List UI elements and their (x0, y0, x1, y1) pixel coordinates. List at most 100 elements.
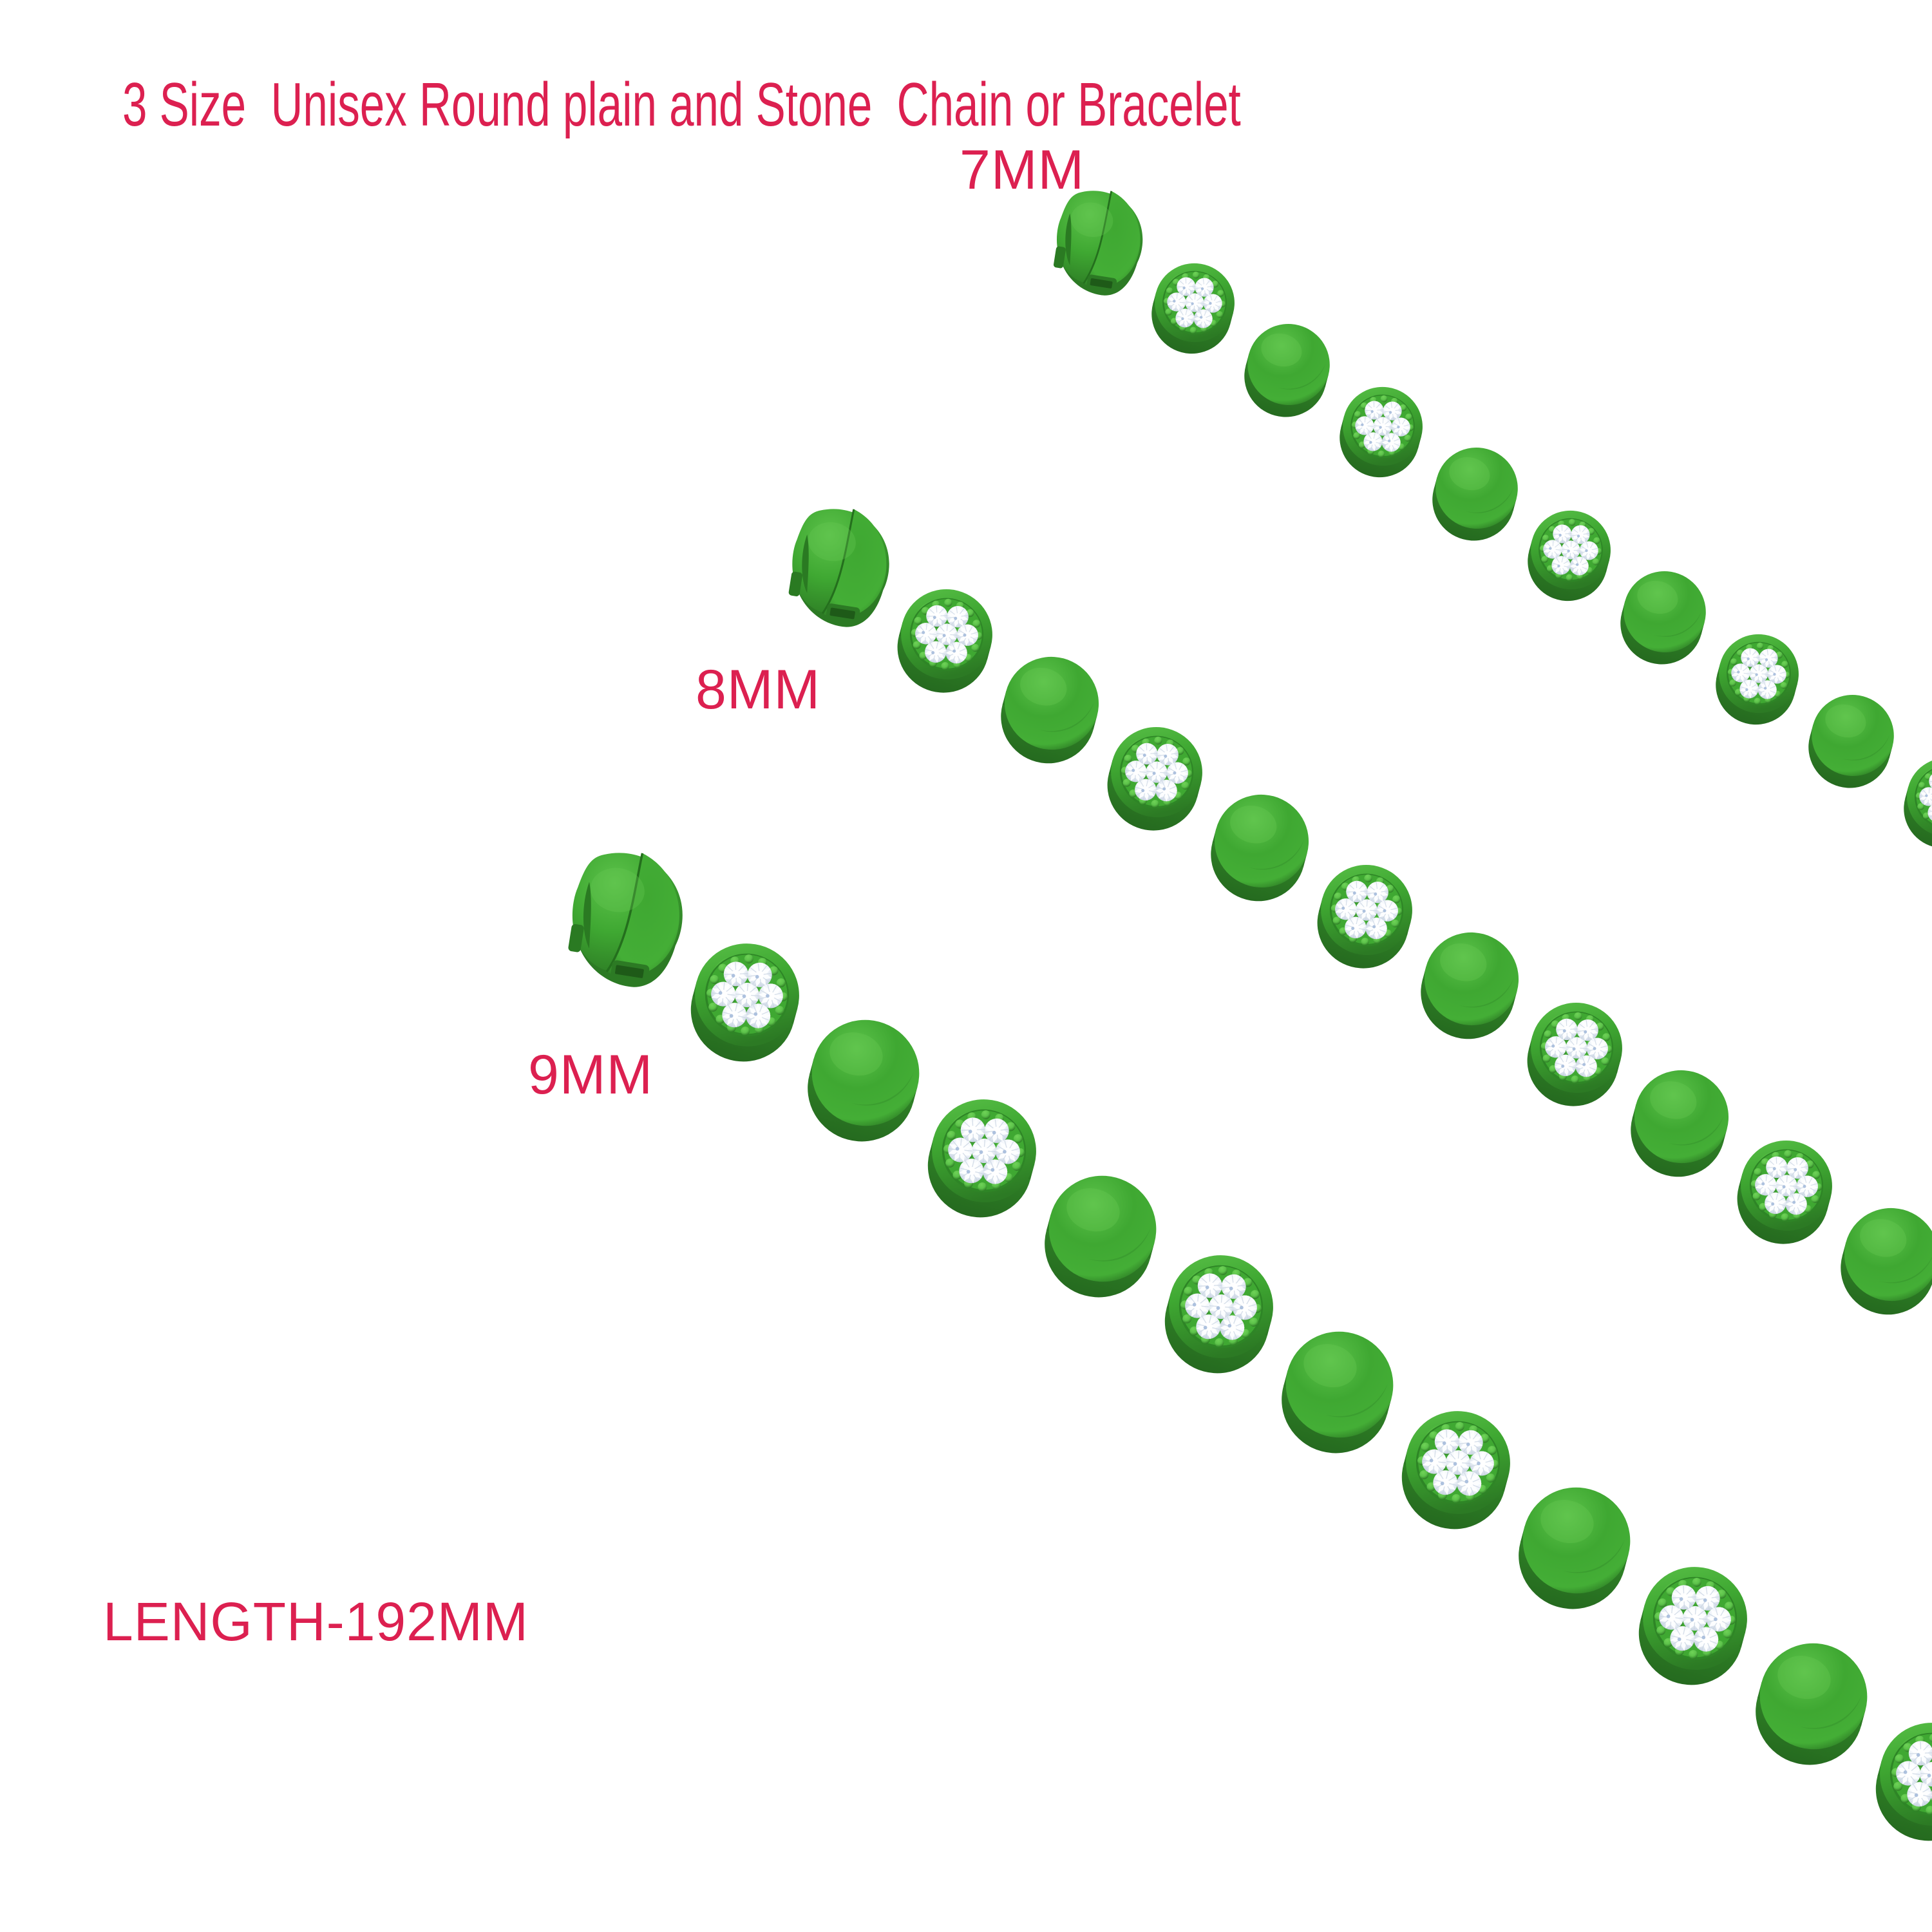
diamond-stone (1919, 787, 1932, 806)
plain-link (1432, 448, 1518, 541)
page-title: 3 Size Unisex Round plain and Stone Chai… (122, 70, 1241, 139)
diamond-stone (1543, 540, 1562, 559)
diamond-stone (1196, 1314, 1221, 1340)
diamond-stone (960, 1117, 985, 1142)
diamond-stone (1177, 277, 1196, 296)
diamond-stone (1157, 743, 1179, 766)
diamond-stone (711, 981, 736, 1007)
diamond-stone (1693, 1627, 1719, 1653)
chain-9mm (568, 853, 1932, 1841)
diamond-stone (1919, 1761, 1932, 1787)
stone-link (1317, 864, 1412, 969)
diamond-stone (1682, 1605, 1708, 1631)
diamond-stone (722, 1003, 747, 1028)
diamond-stone (1586, 1037, 1609, 1060)
diamond-stone (1146, 761, 1168, 783)
diamond-stone (1356, 899, 1378, 921)
diamond-stone (1433, 1470, 1458, 1495)
chain-7mm (1054, 191, 1932, 849)
diamond-stone (1556, 1018, 1578, 1041)
diamond-stone (1434, 1429, 1459, 1454)
diamond-stone (1767, 665, 1786, 684)
diamond-stone (1766, 1156, 1788, 1179)
diamond-stone (1166, 762, 1189, 784)
plain-link (1045, 1175, 1157, 1298)
diamond-stone (1765, 1192, 1786, 1215)
diamond-stone (956, 624, 979, 647)
length-label: LENGTH-192MM (103, 1591, 529, 1652)
diamond-stone (747, 962, 772, 987)
diamond-stone (1785, 1193, 1808, 1215)
plain-link (1756, 1643, 1868, 1765)
diamond-stone (1335, 898, 1357, 920)
stone-link (1527, 1002, 1622, 1106)
stone-link (1107, 726, 1202, 831)
stone-link (1904, 757, 1932, 849)
diamond-stone (1553, 524, 1572, 544)
diamond-stone (984, 1118, 1009, 1143)
diamond-stone (1195, 278, 1214, 297)
plain-link (808, 1019, 920, 1142)
diamond-stone (1896, 1761, 1921, 1786)
diamond-stone (1577, 1019, 1598, 1041)
stone-link (1151, 263, 1235, 354)
diamond-stone (1566, 1037, 1587, 1059)
plain-link (1841, 1208, 1932, 1315)
diamond-stone (1907, 1782, 1932, 1807)
diamond-stone (1136, 743, 1158, 765)
diamond-stone (1355, 416, 1374, 435)
diamond-stone (1232, 1295, 1258, 1320)
plain-link (1519, 1487, 1631, 1609)
stone-link (1340, 386, 1423, 478)
size-label-9mm: 9MM (528, 1044, 654, 1106)
diamond-stone (1929, 1739, 1932, 1770)
diamond-stone (1155, 779, 1178, 802)
diamond-stone (959, 1159, 984, 1184)
diamond-stone (1193, 309, 1213, 328)
diamond-stone (1739, 679, 1759, 699)
diamond-stone (936, 623, 958, 645)
diamond-stone (1365, 401, 1384, 420)
diamond-stone (1731, 663, 1750, 683)
clasp (788, 509, 889, 627)
diamond-stone (1796, 1175, 1819, 1198)
diamond-stone (1929, 772, 1932, 791)
diamond-stone (948, 1137, 973, 1162)
plain-link (1001, 656, 1099, 764)
plain-link (1421, 932, 1519, 1039)
diamond-stone (1706, 1607, 1732, 1632)
stone-link (1875, 1723, 1932, 1841)
diamond-stone (1695, 1586, 1720, 1611)
chain-8mm (788, 509, 1932, 1315)
stone-link (1164, 1255, 1273, 1374)
stone-link (897, 589, 992, 693)
diamond-stone (1346, 880, 1368, 903)
diamond-stone (1197, 1273, 1222, 1298)
diamond-stone (1376, 900, 1399, 922)
diamond-stone (1755, 1174, 1777, 1196)
diamond-stone (745, 1003, 771, 1029)
diamond-stone (1659, 1605, 1684, 1630)
diamond-stone (1185, 293, 1204, 312)
diamond-stone (1365, 917, 1388, 940)
plain-link (1211, 794, 1309, 902)
diamond-stone (947, 605, 969, 628)
diamond-stone (1927, 803, 1932, 822)
diamond-stone (1469, 1451, 1495, 1476)
diamond-stone (1208, 1294, 1234, 1320)
diamond-stone (1381, 433, 1401, 452)
diamond-stone (971, 1138, 997, 1164)
diamond-stone (995, 1139, 1021, 1164)
diamond-stone (1749, 664, 1768, 683)
plain-link (1620, 571, 1706, 665)
diamond-stone (1741, 648, 1760, 667)
diamond-stone (734, 982, 760, 1008)
diamond-stone (1422, 1449, 1447, 1474)
plain-link (1808, 695, 1894, 788)
diamond-stone (1135, 779, 1157, 801)
diamond-stone (723, 961, 748, 987)
clasp (568, 853, 683, 987)
diamond-stone (1383, 401, 1402, 421)
stone-link (1401, 1411, 1510, 1530)
stone-link (1638, 1567, 1747, 1685)
